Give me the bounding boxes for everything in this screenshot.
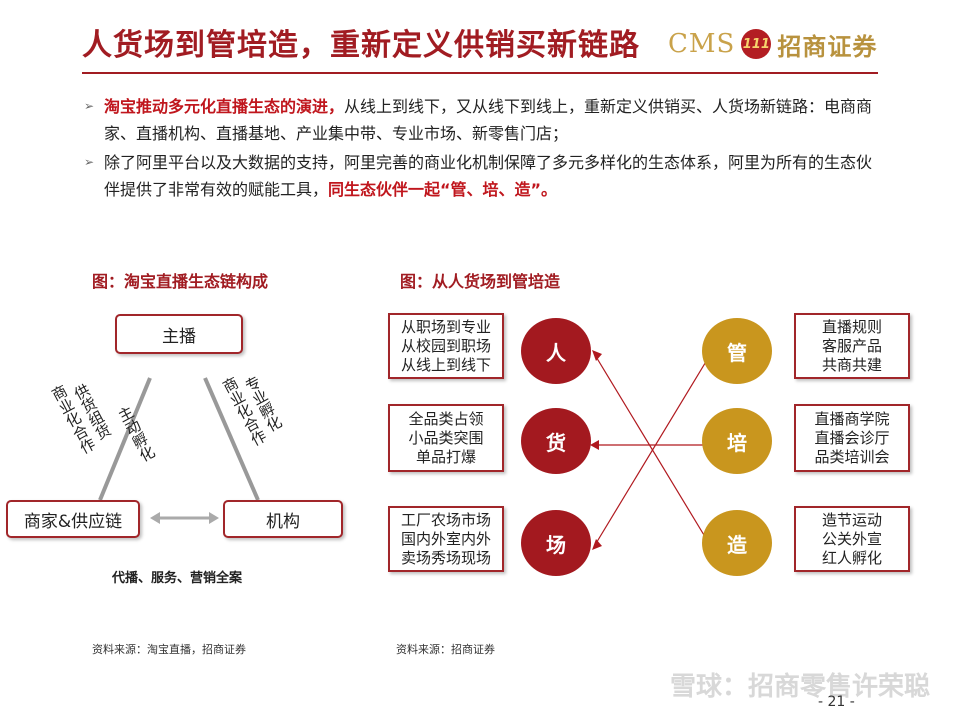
- left-box-huo-line-3: 单品打爆: [415, 447, 476, 466]
- logo-cms-text: CMS: [668, 29, 736, 59]
- left-figure-lines: [98, 377, 260, 524]
- right-box-pei-line-1: 直播商学院: [814, 409, 890, 428]
- circle-chang: 场: [521, 510, 591, 576]
- arrowhead-icon: [592, 539, 602, 550]
- left-box-huo-line-2: 小品类突围: [408, 428, 484, 447]
- bullet-item-2: ➢ 除了阿里平台以及大数据的支持，阿里完善的商业化机制保障了多元多样化的生态体系…: [84, 149, 884, 203]
- arrowhead-icon: [590, 440, 599, 450]
- title-divider: [82, 72, 878, 74]
- bottom-arrow-right-icon: [209, 512, 219, 524]
- page-title: 人货场到管培造，重新定义供销买新链路: [82, 28, 640, 63]
- left-box-chang-line-2: 国内外室内外: [400, 529, 491, 548]
- node-merchant-supply-chain: 商家&供应链: [6, 500, 140, 538]
- right-box-guan: 直播规则 客服产品 共商共建: [794, 313, 910, 379]
- bottom-arrow-left-icon: [150, 512, 160, 524]
- right-box-guan-line-3: 共商共建: [821, 355, 882, 374]
- left-box-chang-line-3: 卖场秀场现场: [400, 548, 491, 567]
- left-edge-line: [98, 377, 152, 501]
- right-figure-arrows: [590, 350, 715, 550]
- circle-huo: 货: [521, 408, 591, 474]
- left-box-huo-line-1: 全品类占领: [408, 409, 484, 428]
- right-box-guan-line-2: 客服产品: [821, 336, 882, 355]
- logo-badge-icon: 111: [741, 29, 772, 59]
- left-box-chang: 工厂农场市场 国内外室内外 卖场秀场现场: [388, 506, 504, 572]
- left-box-ren-line-3: 从线上到线下: [400, 355, 491, 374]
- bullet-2-highlight: 同生态伙伴一起“管、培、造”。: [328, 180, 558, 199]
- bullet-item-1: ➢ 淘宝推动多元化直播生态的演进，从线上到线下，又从线下到线上，重新定义供销买、…: [84, 93, 884, 147]
- bullet-arrow-icon: ➢: [84, 155, 95, 169]
- right-edge-line: [203, 377, 260, 501]
- right-box-pei-line-2: 直播会诊厅: [814, 428, 890, 447]
- bullet-arrow-icon: ➢: [84, 99, 95, 113]
- bullet-1-text: 从线上到线下，又从线下到线上，重新定义供销买、人货场新链路：电商商家、直播机构、…: [104, 97, 873, 143]
- left-box-chang-line-1: 工厂农场市场: [400, 510, 491, 529]
- left-figure-source: 资料来源：淘宝直播，招商证券: [92, 643, 246, 656]
- right-box-pei-line-3: 品类培训会: [814, 447, 890, 466]
- right-box-zao-line-3: 红人孵化: [821, 548, 882, 567]
- left-box-huo: 全品类占领 小品类突围 单品打爆: [388, 404, 504, 472]
- node-agency: 机构: [223, 500, 343, 538]
- page-number: - 21 -: [818, 694, 855, 710]
- right-figure-title: 图：从人货场到管培造: [400, 272, 561, 291]
- left-figure-title: 图：淘宝直播生态链构成: [92, 272, 269, 291]
- right-box-zao-line-1: 造节运动: [821, 510, 882, 529]
- bullet-list: ➢ 淘宝推动多元化直播生态的演进，从线上到线下，又从线下到线上，重新定义供销买、…: [84, 93, 884, 205]
- right-box-zao-line-2: 公关外宣: [821, 529, 882, 548]
- node-anchor: 主播: [115, 314, 243, 354]
- right-box-guan-line-1: 直播规则: [821, 317, 882, 336]
- circle-ren: 人: [521, 318, 591, 384]
- arrow-chang-guan: [594, 354, 711, 546]
- arrowhead-icon: [592, 350, 602, 361]
- left-box-ren-line-1: 从职场到专业: [400, 317, 491, 336]
- right-box-pei: 直播商学院 直播会诊厅 品类培训会: [794, 404, 910, 472]
- left-figure-caption: 代播、服务、营销全案: [112, 571, 243, 586]
- left-box-ren: 从职场到专业 从校园到职场 从线上到线下: [388, 313, 504, 379]
- bullet-2-text: 除了阿里平台以及大数据的支持，阿里完善的商业化机制保障了多元多样化的生态体系，阿…: [104, 153, 873, 199]
- circle-pei: 培: [702, 408, 772, 474]
- brand-logo: CMS 111 招商证券: [668, 26, 877, 62]
- circle-zao: 造: [702, 510, 772, 576]
- circle-guan: 管: [702, 318, 772, 384]
- watermark: 雪球：招商零售许荣聪: [669, 672, 930, 702]
- bullet-1-highlight: 淘宝推动多元化直播生态的演进，: [104, 97, 345, 116]
- logo-cn-text: 招商证券: [777, 32, 878, 61]
- left-box-ren-line-2: 从校园到职场: [400, 336, 491, 355]
- right-figure-source: 资料来源：招商证券: [396, 643, 495, 656]
- right-box-zao: 造节运动 公关外宣 红人孵化: [794, 506, 910, 572]
